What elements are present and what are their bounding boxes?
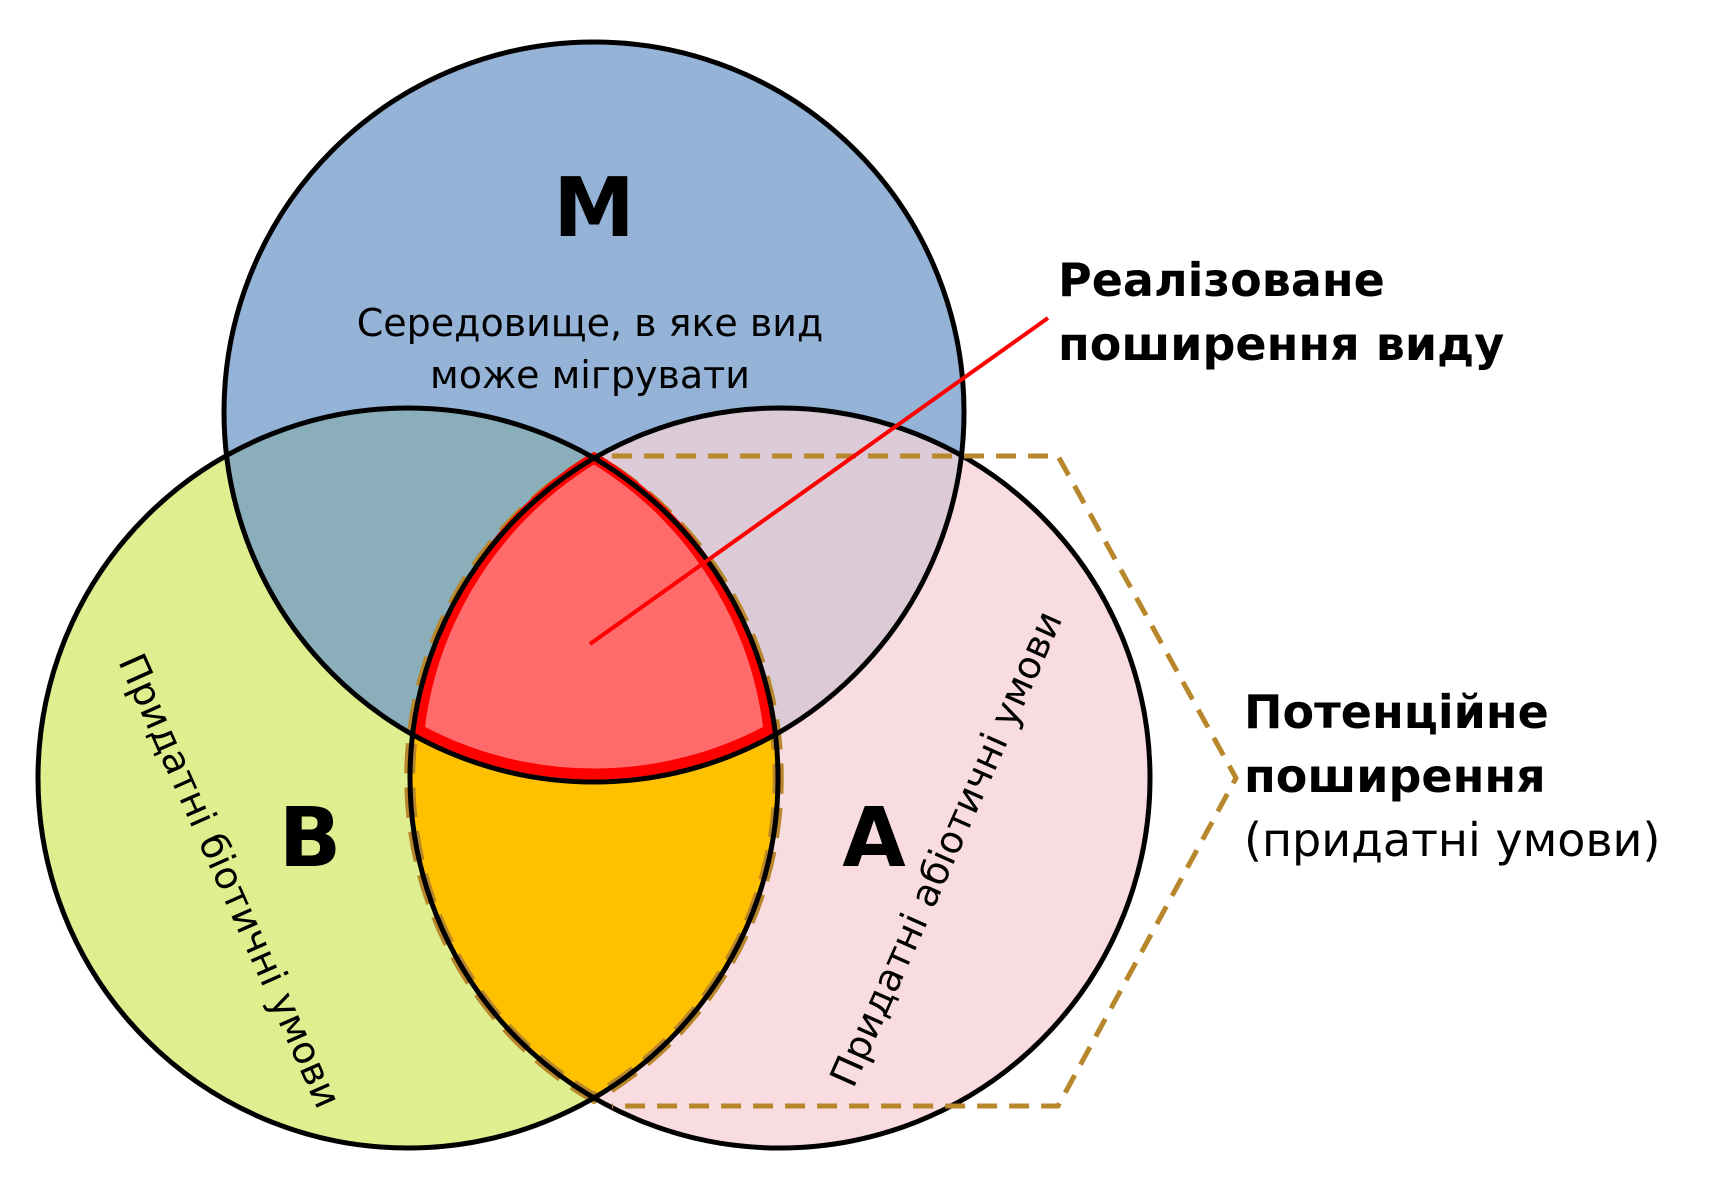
potential-title-line1: Потенційне xyxy=(1244,685,1549,739)
realized-title-line2: поширення виду xyxy=(1058,317,1504,371)
realized-title-line1: Реалізоване xyxy=(1058,253,1385,307)
realized-leader-line xyxy=(588,316,1050,646)
potential-bracket xyxy=(612,453,1239,1109)
label-b: B xyxy=(279,791,342,886)
potential-title-line2: поширення xyxy=(1244,749,1546,803)
potential-title-line3: (придатні умови) xyxy=(1244,813,1660,867)
m-description-line2: може мігрувати xyxy=(430,353,750,397)
label-m: M xyxy=(553,161,635,256)
m-description-line1: Середовище, в яке вид xyxy=(357,301,823,345)
realized-outline xyxy=(413,452,775,780)
label-a: A xyxy=(842,791,906,886)
